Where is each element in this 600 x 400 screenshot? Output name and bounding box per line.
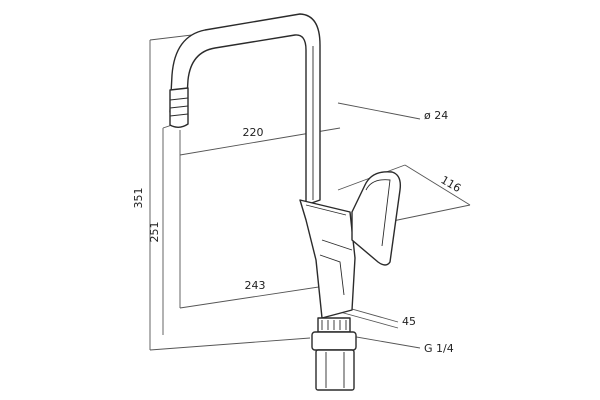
dim-thread-leader <box>344 334 421 349</box>
label-116: 116 <box>439 173 464 195</box>
faucet-body <box>299 199 356 319</box>
label-220: 220 <box>243 126 264 139</box>
mounting-shank <box>311 317 357 391</box>
label-243: 243 <box>245 279 266 292</box>
dim-251-lines <box>162 123 176 335</box>
label-351: 351 <box>132 188 145 209</box>
spout-outlet <box>169 87 189 128</box>
dim-diameter-leader <box>337 102 421 120</box>
label-251: 251 <box>148 222 161 243</box>
handle-lever <box>351 171 402 266</box>
label-45: 45 <box>402 315 416 328</box>
spout-pipe <box>169 13 321 206</box>
label-diameter: ø 24 <box>424 109 448 122</box>
label-thread: G 1/4 <box>424 342 454 355</box>
dim-243-line <box>179 282 346 309</box>
